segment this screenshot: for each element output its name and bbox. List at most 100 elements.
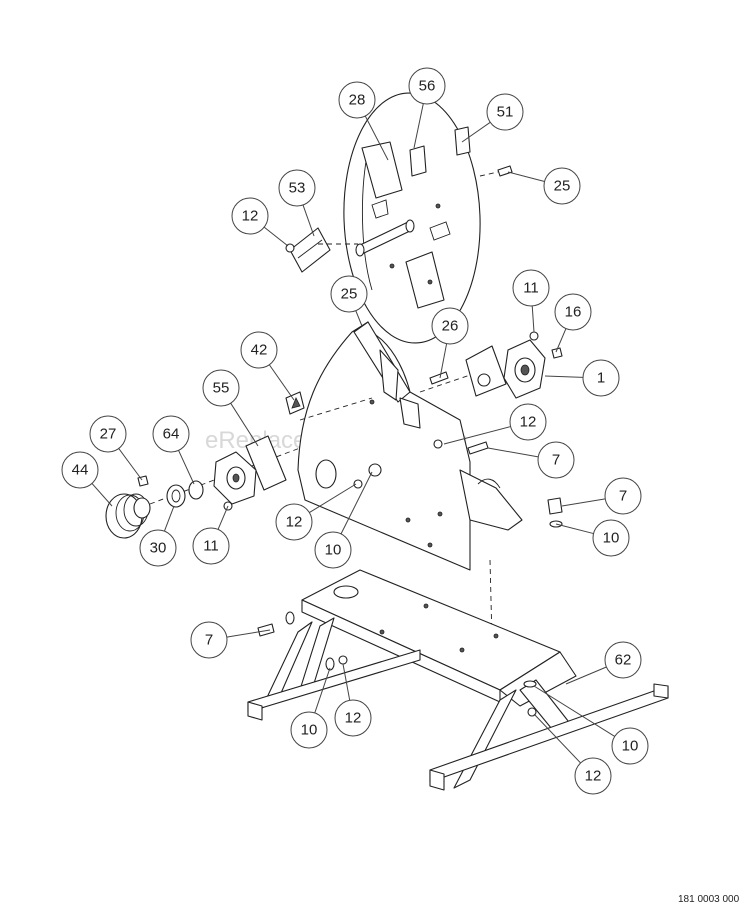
callout-leader: [355, 310, 363, 327]
callout-circle: [408, 67, 446, 105]
callout-7: 7: [190, 621, 271, 659]
callout-leader: [439, 343, 448, 379]
callout-12: 12: [533, 713, 612, 795]
callout-circle: [152, 415, 190, 453]
callout-label: 26: [442, 318, 459, 335]
callout-10: 10: [555, 519, 630, 557]
callout-label: 64: [163, 426, 180, 443]
base-right-face: [499, 651, 577, 707]
taper-bushing: [166, 484, 186, 508]
front-rail-end: [429, 769, 445, 791]
callout-leader: [314, 667, 331, 714]
fin-2: [429, 221, 451, 241]
nut: [353, 479, 363, 489]
callout-leader: [217, 505, 229, 530]
nut: [338, 655, 348, 665]
callout-circle: [582, 359, 620, 397]
callout-leader: [163, 505, 175, 532]
front-right-leg: [453, 689, 517, 789]
callout-28: 28: [338, 81, 389, 161]
assembly-line: [479, 171, 499, 177]
blade-disc-assembly: [285, 92, 513, 344]
callout-leader: [342, 663, 351, 701]
frame-gusset: [379, 349, 399, 401]
callout-circle: [61, 451, 99, 489]
callout-circle: [330, 275, 368, 313]
callout-leader: [533, 713, 581, 764]
callout-leader: [544, 375, 584, 378]
hub-end: [355, 243, 365, 257]
callout-label: 7: [205, 632, 213, 649]
callout-10: 10: [314, 471, 373, 569]
callout-label: 16: [565, 304, 582, 321]
callout-leader: [561, 498, 606, 507]
left-rail-end: [247, 701, 263, 721]
bolt-hole: [405, 517, 411, 523]
bolt-hole: [493, 633, 499, 639]
knife-bottom: [405, 251, 445, 309]
callout-circle: [537, 441, 575, 479]
callout-circle: [431, 307, 469, 345]
callout-label: 1: [597, 370, 605, 387]
callout-leader: [413, 103, 424, 149]
callout-circle: [604, 641, 642, 679]
callout-12: 12: [231, 197, 289, 247]
callout-leader: [91, 483, 113, 507]
bolt: [547, 497, 563, 515]
callout-label: 56: [419, 78, 436, 95]
callout-circle: [192, 527, 230, 565]
callout-label: 10: [622, 738, 639, 755]
callout-circle: [89, 415, 127, 453]
fin-1: [371, 199, 389, 219]
callout-label: 10: [301, 722, 318, 739]
bracket-bend: [297, 239, 323, 259]
callout-11: 11: [512, 269, 550, 333]
callout-circle: [275, 503, 313, 541]
callout-label: 12: [520, 414, 537, 431]
callout-10: 10: [533, 685, 649, 765]
callout-leader: [118, 448, 143, 481]
base-hole: [333, 585, 359, 599]
callout-62: 62: [565, 641, 642, 685]
callout-26: 26: [431, 307, 469, 379]
callout-label: 12: [345, 710, 362, 727]
bolt: [497, 165, 513, 177]
callout-leader: [178, 450, 195, 485]
callout-leader: [226, 629, 271, 638]
callout-label: 11: [523, 280, 539, 297]
washer: [325, 657, 335, 671]
left-rail-top: [247, 649, 421, 713]
callout-leader: [268, 364, 295, 401]
callout-circle: [604, 477, 642, 515]
bearing-plate-hole: [477, 373, 491, 387]
callout-circle: [486, 93, 524, 131]
decal-symbol: [291, 397, 301, 409]
bolt-hole: [379, 629, 385, 635]
callout-leader: [364, 115, 389, 161]
callout-label: 55: [213, 380, 230, 397]
washer: [523, 680, 537, 688]
callout-circle: [190, 621, 228, 659]
callout-label: 12: [242, 208, 259, 225]
callout-12: 12: [334, 663, 372, 737]
key: [137, 475, 149, 487]
frame-side-plate: [297, 321, 471, 571]
callout-circle: [574, 757, 612, 795]
bolt-hole: [437, 511, 443, 517]
callout-label: 25: [554, 178, 571, 195]
callout-leader: [230, 402, 259, 447]
callout-label: 51: [497, 104, 514, 121]
callout-leader: [443, 426, 511, 445]
callout-label: 27: [100, 426, 117, 443]
base-stand: [247, 559, 669, 791]
callout-30: 30: [139, 505, 177, 567]
washer: [285, 611, 295, 625]
callout-leader: [309, 483, 357, 514]
assembly-line: [299, 397, 373, 421]
bracket-curve: [477, 478, 501, 489]
bearing-center: [232, 473, 240, 483]
callout-51: 51: [461, 93, 524, 143]
